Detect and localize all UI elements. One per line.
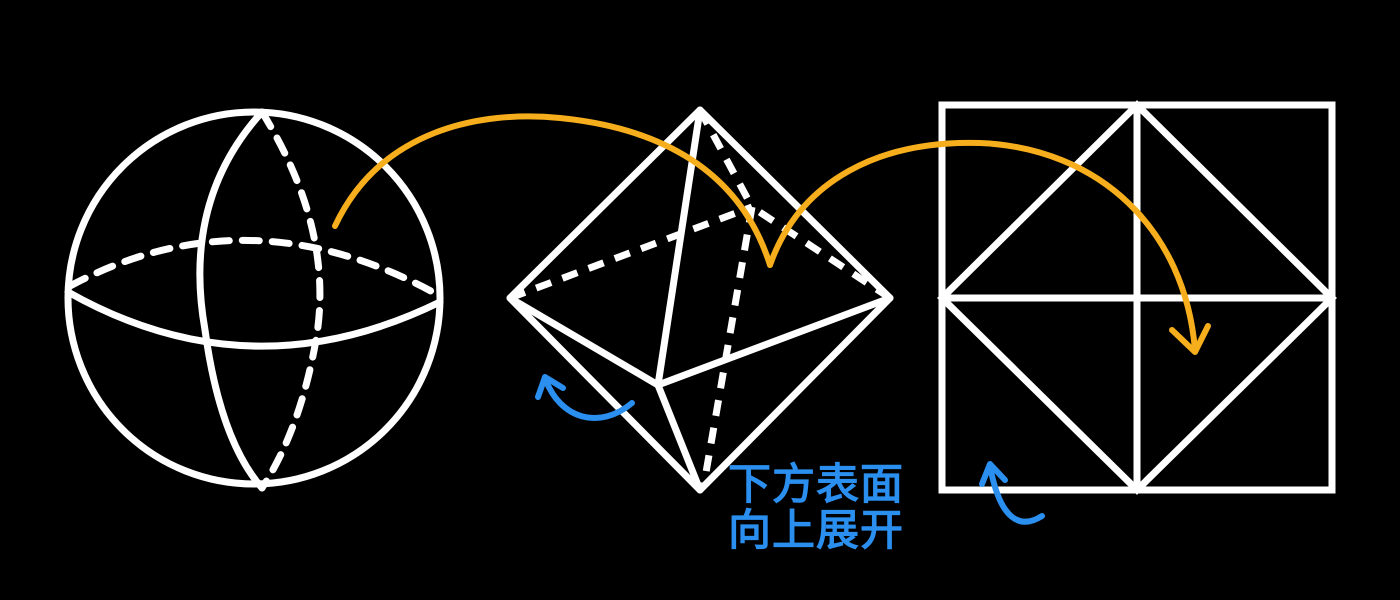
octahedron-front-edge-right [654, 294, 894, 389]
square-inner-diamond [937, 100, 1337, 495]
octahedron-hidden-edge-bottom [700, 206, 756, 485]
sphere-meridian-back [258, 108, 324, 492]
arrowhead-orange-icon [1169, 323, 1211, 355]
sphere-equator-front [64, 288, 444, 350]
fold-arrowhead-octahedron-icon [535, 374, 566, 400]
octahedron-hidden-edge-top [696, 108, 756, 209]
sphere-figure [64, 108, 444, 492]
octahedron-front-edge-left [506, 294, 662, 389]
transform-arrows [332, 113, 1211, 355]
caption-line-2: 向上展开 [728, 506, 904, 556]
sphere-outline [64, 108, 444, 488]
sphere-equator-back [66, 236, 444, 300]
octahedron-front-edge-bottom [654, 381, 704, 494]
fold-caption: 下方表面 向上展开 [728, 462, 928, 554]
caption-line-1: 下方表面 [728, 460, 904, 510]
arrow-octahedron-to-square [767, 139, 1198, 353]
octahedron-figure [506, 106, 894, 494]
fold-arrow-octahedron [542, 375, 635, 421]
octahedron-hidden-edge-left [508, 203, 754, 302]
fold-arrows [535, 374, 1045, 525]
arrow-sphere-to-octahedron [332, 113, 773, 268]
fold-arrowhead-square-icon [979, 461, 1008, 487]
fold-arrow-square [987, 463, 1045, 525]
octahedron-front-edge-top [654, 106, 704, 389]
sphere-meridian-front [196, 108, 266, 492]
unfolded-square-figure [937, 100, 1337, 495]
